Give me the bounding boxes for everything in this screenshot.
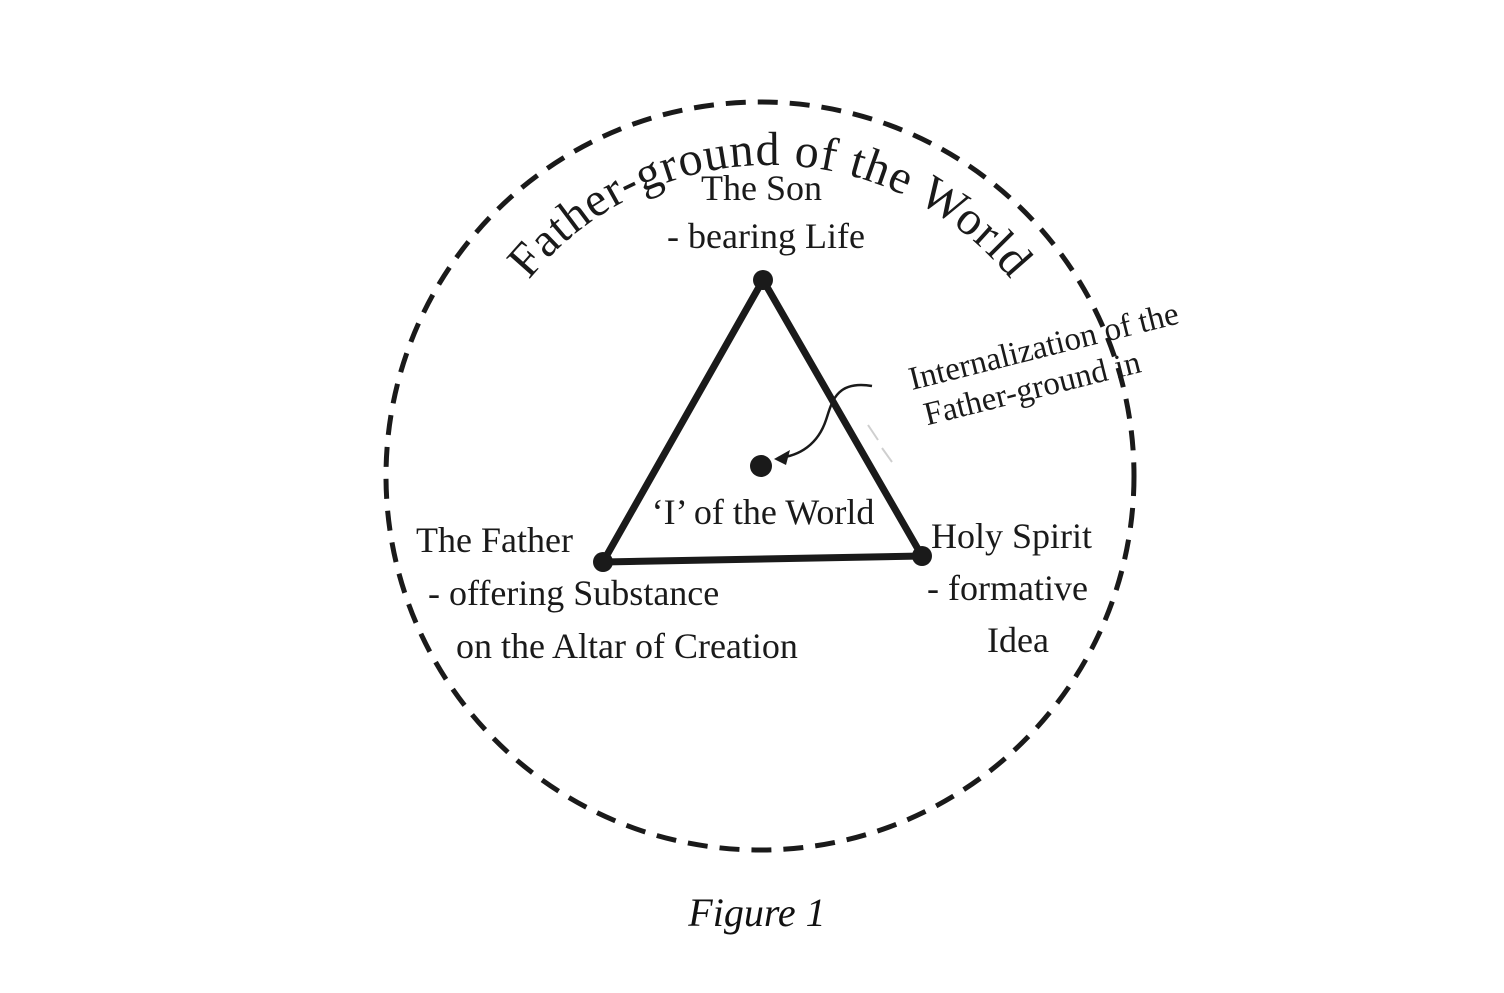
son-label-line1: The Son bbox=[701, 168, 822, 208]
internalization-annotation: Internalization of the Father-ground in bbox=[905, 294, 1199, 435]
father-label-line2: - offering Substance bbox=[428, 573, 719, 613]
spirit-label-line2: - formative bbox=[927, 568, 1088, 608]
internalization-arrow bbox=[777, 383, 873, 460]
son-label: The Son - bearing Life bbox=[667, 168, 865, 256]
outer-dashed-circle bbox=[383, 99, 1137, 853]
spirit-label: Holy Spirit - formative Idea bbox=[927, 516, 1101, 660]
faint-mark bbox=[867, 424, 879, 441]
father-label-line1: The Father bbox=[416, 520, 573, 560]
vertex-dot-son bbox=[753, 270, 773, 290]
center-dot bbox=[750, 455, 772, 477]
spirit-label-line3: Idea bbox=[987, 620, 1049, 660]
figure-caption: Figure 1 bbox=[687, 890, 825, 935]
father-label-line3: on the Altar of Creation bbox=[456, 626, 798, 666]
annotation-text: Internalization of the Father-ground in bbox=[905, 294, 1199, 435]
spirit-label-line1: Holy Spirit bbox=[931, 516, 1092, 556]
son-label-line2: - bearing Life bbox=[667, 216, 865, 256]
vertex-dot-spirit bbox=[912, 546, 932, 566]
arrow-head bbox=[774, 450, 790, 465]
faint-mark bbox=[881, 447, 893, 463]
center-label: ‘I’ of the World bbox=[652, 492, 875, 532]
father-label: The Father - offering Substance on the A… bbox=[416, 520, 798, 666]
trinity-triangle bbox=[599, 276, 926, 566]
vertex-dot-father bbox=[593, 552, 613, 572]
